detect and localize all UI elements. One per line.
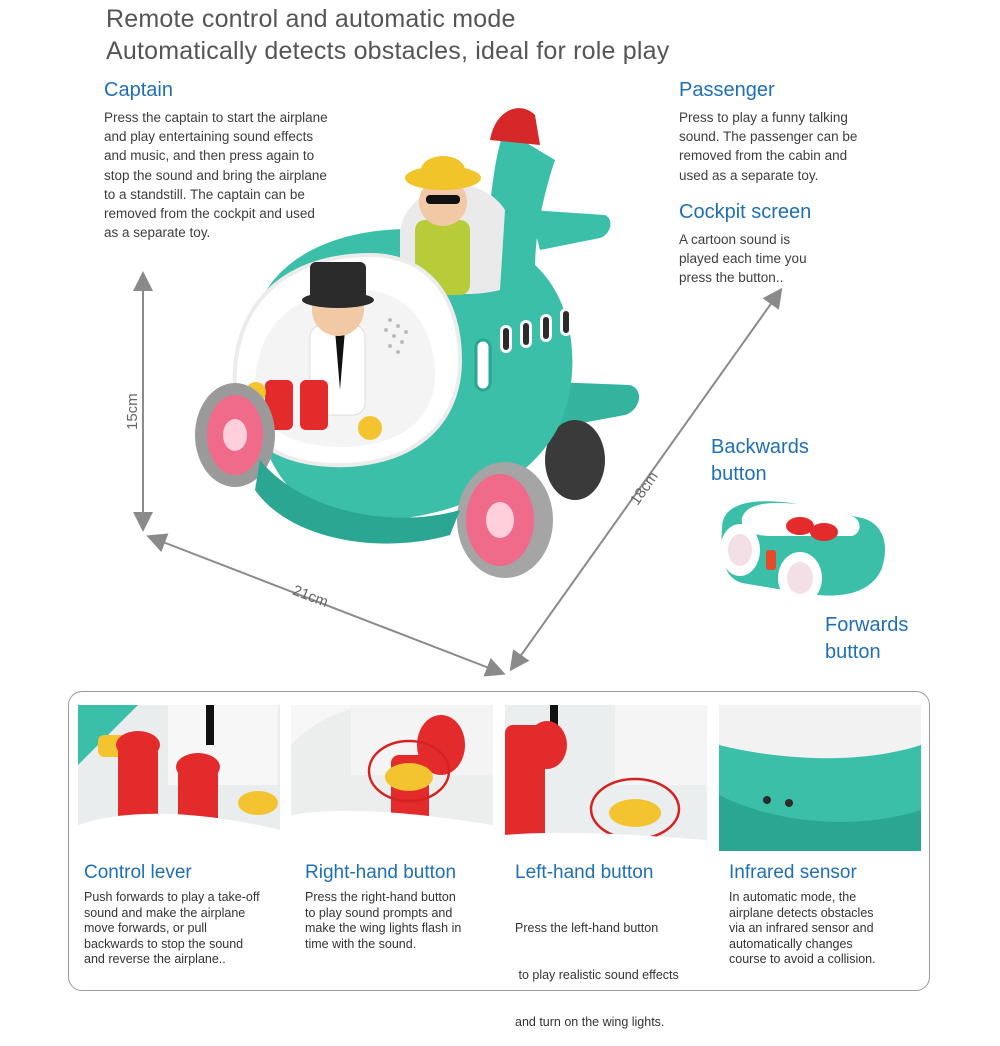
infrared-sensor-icon [763, 796, 771, 804]
captain-line: to a standstill. The captain can be [104, 186, 305, 202]
captain-line: removed from the cockpit and used [104, 206, 315, 222]
captain-line: and music, and then press again to [104, 148, 315, 164]
feature-line: sound and make the airplane [84, 905, 246, 920]
captain-line: Press the captain to start the airplane [104, 110, 328, 125]
left-hand-button-photo [505, 705, 707, 851]
left-hand-button-description: Press the left-hand button to play reali… [515, 890, 720, 1046]
remote-controller-image [720, 501, 886, 604]
tail-light-icon [490, 108, 540, 145]
captain-line: stop the sound and bring the airplane [104, 167, 327, 183]
captain-title: Captain [104, 79, 173, 101]
right-hand-button-description: Press the right-hand button to play soun… [305, 890, 505, 952]
feature-line: In automatic mode, the [729, 890, 857, 904]
passenger-line: used as a separate toy. [679, 167, 819, 183]
right-hand-button-title: Right-hand button [305, 862, 457, 883]
feature-line: and reverse the airplane.. [84, 952, 226, 967]
passenger-title: Passenger [679, 79, 775, 101]
height-label: 15cm [124, 393, 141, 430]
captain-hat-icon [310, 262, 366, 300]
feature-line: to play sound prompts and [305, 905, 453, 920]
highlight-circle [367, 739, 451, 803]
cockpit-screen-title: Cockpit screen [679, 201, 812, 223]
forwards-label-line: button [825, 641, 881, 663]
features-panel [68, 691, 930, 991]
control-lever-right [300, 380, 328, 430]
feature-line: automatically changes [729, 936, 853, 951]
infrared-sensor-photo [719, 705, 921, 851]
feature-line: via an infrared sensor and [729, 921, 874, 936]
width-arrow [146, 533, 506, 677]
backwards-button-icon [786, 517, 814, 535]
captain-line: and play entertaining sound effects [104, 129, 314, 145]
feature-line: to play realistic sound effects [515, 967, 679, 982]
control-lever-photo [78, 705, 280, 851]
feature-line: course to avoid a collision. [729, 952, 876, 967]
passenger-line: sound. The passenger can be [679, 129, 858, 145]
feature-line: move forwards, or pull [84, 921, 207, 936]
left-hand-button-title: Left-hand button [515, 862, 654, 883]
depth-arrow [509, 287, 783, 672]
control-lever-title: Control lever [84, 862, 192, 883]
right-hand-button-photo [291, 705, 493, 851]
captain-description: Press the captain to start the airplane … [104, 108, 384, 242]
headline-line-2: Automatically detects obstacles, ideal f… [106, 37, 670, 65]
feature-line: time with the sound. [305, 936, 417, 951]
cockpit-screen-description: A cartoon sound is played each time you … [679, 230, 879, 288]
airplane-toy-image [195, 108, 640, 578]
forwards-label-line: Forwards [825, 614, 909, 636]
passenger-line: Press to play a funny talking [679, 110, 848, 125]
infrared-sensor-description: In automatic mode, the airplane detects … [729, 890, 924, 968]
cockpit-line: A cartoon sound is [679, 232, 791, 247]
feature-line: Press the right-hand button [305, 890, 456, 904]
forwards-button-label: Forwards button [825, 612, 908, 666]
rear-wheel [545, 420, 605, 500]
dimension-arrows [133, 271, 783, 677]
control-lever-description: Push forwards to play a take-off sound a… [84, 890, 289, 968]
forwards-button-icon [810, 523, 838, 541]
passenger-line: removed from the cabin and [679, 148, 848, 164]
cockpit-line: press the button.. [679, 270, 784, 286]
feature-line: Press the left-hand button [515, 921, 659, 936]
feature-line: make the wing lights flash in [305, 921, 462, 936]
captain-line: as a separate toy. [104, 225, 211, 241]
passenger-description: Press to play a funny talking sound. The… [679, 108, 909, 185]
feature-line: backwards to stop the sound [84, 936, 244, 951]
feature-line: airplane detects obstacles [729, 905, 874, 920]
cockpit-line: played each time you [679, 251, 807, 267]
feature-line: Push forwards to play a take-off [84, 890, 260, 904]
headline-line-1: Remote control and automatic mode [106, 5, 516, 33]
sunglasses-icon [426, 195, 460, 204]
feature-line: and turn on the wing lights. [515, 1014, 665, 1029]
infrared-sensor-title: Infrared sensor [729, 862, 857, 883]
